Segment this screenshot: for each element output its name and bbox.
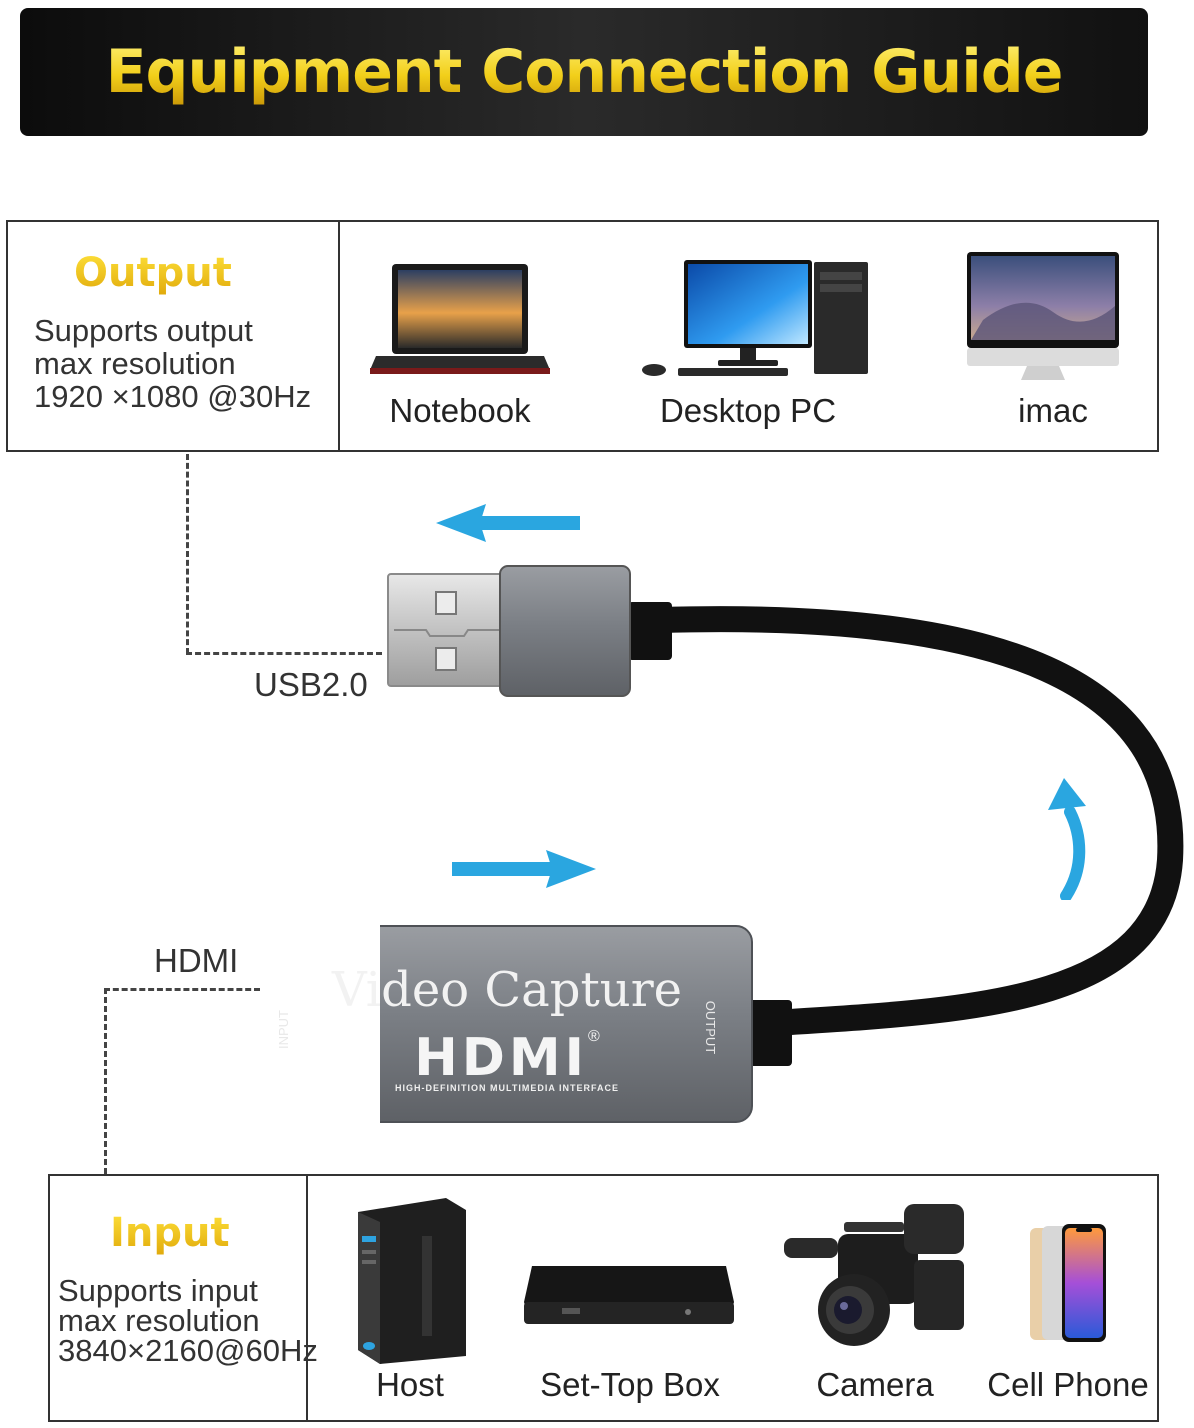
device-label-desktop-pc: Desktop PC [659,392,837,429]
output-spec-line: 1920 ×1080 @30Hz [34,379,312,414]
panel-divider [306,1176,308,1420]
hdmi-logo-text: HDMI [414,1028,588,1088]
output-spec: Supports output max resolution 1920 ×108… [34,314,311,413]
port-input-text: INPUT [276,1010,291,1049]
hdmi-subtitle-text: HIGH-DEFINITION MULTIMEDIA INTERFACE [395,1083,619,1093]
port-output-text: OUTPUT [703,1000,719,1055]
arrow-right-icon [452,850,596,888]
port-output-label: OUTPUT [696,1001,736,1054]
usb-label: USB2.0 [254,666,368,703]
input-heading: Input [110,1210,230,1256]
device-label-set-top-box: Set-Top Box [540,1366,720,1403]
desktop-pc-icon [642,260,868,376]
capture-device-illustration [380,565,1184,1123]
host-computer-icon [358,1198,466,1364]
output-spec-line: Supports output [34,313,253,348]
input-panel: Input Supports input max resolution 3840… [48,1174,1159,1422]
page-title: Equipment Connection Guide [105,37,1064,107]
output-heading: Output [74,250,232,296]
notebook-icon [370,264,550,374]
usb-connection-line [186,652,382,655]
device-label-notebook: Notebook [389,392,531,429]
hdmi-label: HDMI [154,942,239,979]
panel-divider [338,222,340,450]
output-spec-line: max resolution [34,346,236,381]
device-brand-line: Video Capture [258,962,756,1018]
arrow-curved-up-icon [1048,778,1086,900]
hdmi-logo: HDMI® [258,1028,756,1088]
device-label-camera: Camera [816,1366,934,1403]
device-brand-text: Video Capture [331,962,683,1018]
usb-connection-line [186,454,189,654]
hdmi-connection-line [104,988,260,991]
device-label-imac: imac [1018,392,1088,429]
input-spec-line: Supports input [58,1273,258,1308]
input-spec-line: max resolution [58,1303,260,1338]
input-spec: Supports input max resolution 3840×2160@… [58,1273,318,1368]
video-camera-icon [784,1204,964,1346]
device-label-host: Host [376,1366,444,1403]
input-spec-line: 3840×2160@60Hz [58,1333,318,1368]
imac-icon [967,252,1119,380]
hdmi-connection-line [104,988,107,1174]
header-banner: Equipment Connection Guide [20,8,1148,136]
output-panel: Output Supports output max resolution 19… [6,220,1159,452]
cell-phone-icon [1030,1224,1106,1342]
hdmi-logo-mark: ® [587,1028,600,1045]
arrow-left-icon [436,504,580,542]
hdmi-subtitle: HIGH-DEFINITION MULTIMEDIA INTERFACE [258,1078,756,1096]
set-top-box-icon [524,1266,734,1324]
device-label-cell-phone: Cell Phone [987,1366,1149,1403]
port-input-label: INPUT [270,1010,310,1050]
